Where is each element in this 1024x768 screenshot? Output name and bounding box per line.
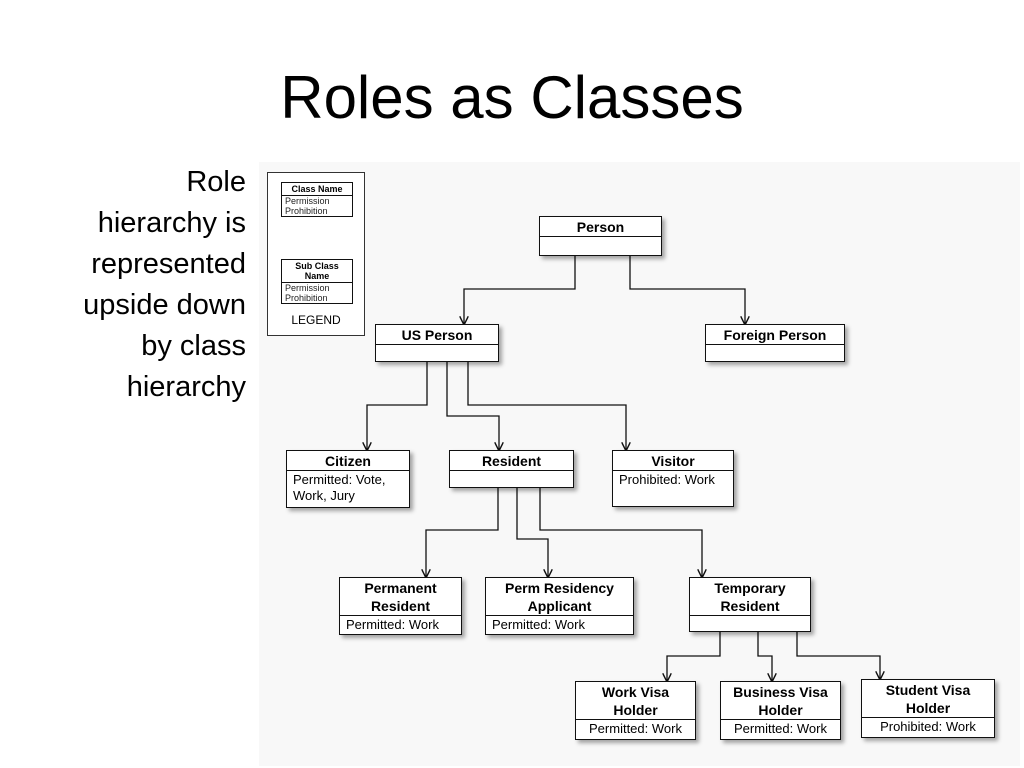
legend-class-prohibition: Prohibition	[285, 206, 328, 216]
caption: Role hierarchy is represented upside dow…	[20, 162, 246, 408]
class-name: Person	[540, 217, 661, 237]
arrow-resident-temporary	[539, 486, 702, 577]
class-box-work-visa-holder: Work Visa Holder Permitted: Work	[575, 681, 696, 740]
arrow-temporary-business	[757, 631, 772, 681]
caption-line: hierarchy	[126, 371, 246, 403]
arrow-us-citizen	[367, 360, 428, 450]
class-name: US Person	[376, 325, 498, 345]
arrow-person-foreign	[629, 255, 745, 324]
caption-line: by class	[141, 330, 246, 362]
class-box-us-person: US Person	[375, 324, 499, 362]
arrow-us-resident	[446, 360, 499, 450]
caption-line: upside down	[83, 289, 246, 321]
class-box-perm-residency-applicant: Perm Residency Applicant Permitted: Work	[485, 577, 634, 635]
class-name: Temporary Resident	[690, 578, 810, 616]
class-box-citizen: Citizen Permitted: Vote, Work, Jury	[286, 450, 410, 508]
legend-sub-class-name: Sub Class Name	[282, 260, 352, 283]
caption-line: hierarchy is	[97, 207, 246, 239]
class-box-visitor: Visitor Prohibited: Work	[612, 450, 734, 507]
class-name: Citizen	[287, 451, 409, 471]
legend-sub-class-prohibition: Prohibition	[285, 293, 328, 303]
caption-line: Role	[186, 166, 246, 198]
caption-line: represented	[91, 248, 246, 280]
class-permissions: Permitted: Work	[492, 617, 585, 632]
class-box-permanent-resident: Permanent Resident Permitted: Work	[339, 577, 462, 635]
arrow-us-visitor	[467, 360, 626, 450]
class-permissions: Permitted: Work	[734, 721, 827, 736]
legend-sub-class-box: Sub Class Name Permission Prohibition	[281, 259, 353, 304]
class-box-student-visa-holder: Student Visa Holder Prohibited: Work	[861, 679, 995, 738]
legend: Class Name Permission Prohibition Sub Cl…	[267, 172, 365, 336]
class-name: Work Visa Holder	[576, 682, 695, 720]
legend-class-box: Class Name Permission Prohibition	[281, 182, 353, 217]
arrow-temporary-student	[796, 631, 880, 679]
legend-label: LEGEND	[291, 313, 341, 327]
class-box-foreign-person: Foreign Person	[705, 324, 845, 362]
class-box-resident: Resident	[449, 450, 574, 488]
class-box-person: Person	[539, 216, 662, 256]
class-name: Perm Residency Applicant	[486, 578, 633, 616]
slide-title: Roles as Classes	[280, 64, 744, 131]
class-name: Permanent Resident	[340, 578, 461, 616]
class-box-business-visa-holder: Business Visa Holder Permitted: Work	[720, 681, 841, 740]
class-name: Resident	[450, 451, 573, 471]
class-name: Foreign Person	[706, 325, 844, 345]
class-prohibitions: Prohibited: Work	[619, 472, 715, 487]
legend-class-permission: Permission	[285, 196, 330, 206]
class-prohibitions: Prohibited: Work	[880, 719, 976, 734]
class-permissions: Permitted: Work	[589, 721, 682, 736]
arrow-person-us	[464, 255, 576, 324]
class-name: Visitor	[613, 451, 733, 471]
class-permissions: Permitted: Vote, Work, Jury	[293, 472, 386, 503]
arrow-resident-applicant	[516, 486, 548, 577]
class-name: Business Visa Holder	[721, 682, 840, 720]
arrow-resident-permanent	[426, 486, 499, 577]
class-permissions: Permitted: Work	[346, 617, 439, 632]
class-name: Student Visa Holder	[862, 680, 994, 718]
arrow-temporary-work	[667, 631, 721, 681]
legend-class-name: Class Name	[282, 183, 352, 196]
class-box-temporary-resident: Temporary Resident	[689, 577, 811, 632]
legend-sub-class-permission: Permission	[285, 283, 330, 293]
